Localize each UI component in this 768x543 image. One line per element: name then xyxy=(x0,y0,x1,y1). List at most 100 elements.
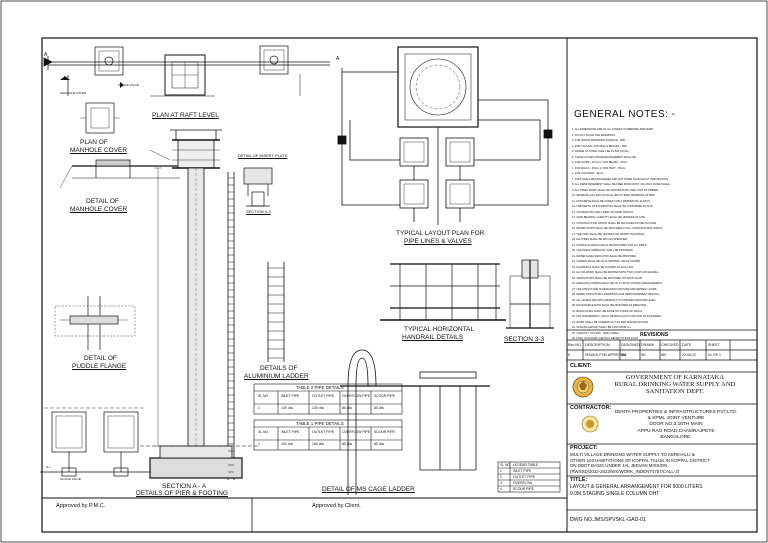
label-sluice-valve: SLUICE VALVE xyxy=(60,478,81,481)
svg-text:A: A xyxy=(44,52,48,58)
note-line: 17. THE TANK SHALL BE TESTED FOR WATER T… xyxy=(572,232,646,236)
table-cell: 80 dia xyxy=(342,442,352,446)
note-line: 9. ALL STEEL WORK SHALL BE PAINTED WITH … xyxy=(572,188,659,192)
table-cell: 0 xyxy=(568,353,570,357)
svg-text:SLUICE VALVE: SLUICE VALVE xyxy=(118,83,139,87)
note-line: e. FOR COLUMNS - 40mm xyxy=(572,172,604,175)
manhole-detail xyxy=(59,149,180,189)
label-gl: G.L xyxy=(46,466,51,469)
caption-plan-manhole-l1: PLAN OF xyxy=(80,139,108,146)
note-line: 7. LAPS SHALL BE STAGGERED AND NOT MORE … xyxy=(572,177,669,181)
caption-insert-plate: DETAIL OF INSERT PLATE xyxy=(238,153,288,158)
table-cell: 22.08.22 xyxy=(682,353,696,357)
table-cell: SCOUR PIPE xyxy=(374,430,395,434)
table-cell: 100 dia xyxy=(281,406,293,410)
table-cell: DATE xyxy=(682,343,692,347)
karnataka-emblem xyxy=(572,376,594,398)
note-line: 23. HANDRAILS SHALL BE GI PIPES OF 40mm … xyxy=(572,265,635,269)
note-line: 10. MINIMUM LAP LENGTH SHALL BE 50 TIMES… xyxy=(572,194,656,197)
table-cell: 3 xyxy=(500,480,502,485)
table-cell: SK xyxy=(641,353,646,357)
pipe-table-2-title: TABLE 2 PIPE DETAILS xyxy=(296,385,344,390)
title-block: LAYOUT & GENERAL ARRANGEMENT FOR 5000 LI… xyxy=(570,484,756,498)
project-label: PROJECT: xyxy=(570,445,598,451)
pipe-table-1-title: TABLE 1 PIPE DETAILS xyxy=(296,421,344,426)
note-line: 24. ALL MS WORK SHALL BE PAINTED WITH TW… xyxy=(572,271,659,274)
note-line: 1. ALL DIMENSIONS ARE IN mm. UNLESS OTHE… xyxy=(572,128,655,131)
table-cell: LEGEND TABLE xyxy=(513,462,539,467)
note-line: 34. STAGING HEIGHT SHALL BE 9.0M FROM G.… xyxy=(572,326,632,329)
contractor-line-2: & SPML JOINT VENTURE xyxy=(647,416,705,422)
table-cell: MS xyxy=(661,353,667,357)
contractor-block: DENTA PROPERTIES & INFRASTRUCTURES PVT.L… xyxy=(598,410,754,441)
caption-handrail-l1: TYPICAL HORIZONTAL xyxy=(404,326,475,333)
caption-ladder-l2: ALUMINIUM LADDER xyxy=(244,373,309,380)
table-cell: DESIGNED xyxy=(621,343,640,347)
note-line: 18. ALL PIPES SHALL BE DI/CI AS SPECIFIE… xyxy=(572,238,628,241)
caption-typical-layout-l2: PIPE LINES & VALVES xyxy=(404,238,472,245)
caption-section-aa-l1: SECTION A - A xyxy=(162,483,207,490)
note-line: c. FOR WALLS - 25mm d. FOR RAFT - 50mm xyxy=(572,166,626,170)
table-cell: 80 dia xyxy=(342,406,352,410)
client-block: GOVERNMENT OF KARNATAKA RURAL DRINKING W… xyxy=(596,374,754,396)
caption-plan-raft: PLAN AT RAFT LEVEL xyxy=(152,112,219,119)
caption-ladder-l1: DETAILS OF xyxy=(260,365,298,372)
contractor-line-3: DOOR NO.3,16TH MAIN xyxy=(649,422,703,428)
aluminium-ladder-detail xyxy=(267,262,285,362)
caption-section-aa-l2: DETAILS OF PIER & FOOTING xyxy=(136,490,228,497)
note-line: 15. CONSTRUCTION JOINTS SHALL BE PROVIDE… xyxy=(572,221,657,225)
table-cell: 1 xyxy=(500,468,502,473)
note-line: 26. MANHOLE COVERS SHALL BE OF CI WITH L… xyxy=(572,282,663,285)
caption-cage-ladder: DETAIL OF MS CAGE LADDER xyxy=(322,486,415,493)
valve-chambers xyxy=(40,407,150,477)
pipe-table-2 xyxy=(253,383,403,415)
note-line: a. FOR SLABS - 25mm b. FOR BEAMS - 25mm xyxy=(572,161,628,164)
note-line: 5. GRADE OF STEEL SHALL BE Fe 500 (HYSD) xyxy=(572,150,629,153)
note-line: 3. FOR WATER RETAINING SURFACE - M30 xyxy=(572,139,626,142)
caption-section-33: SECTION 3-3 xyxy=(504,336,545,343)
puddle-flange-detail xyxy=(54,296,136,350)
contractor-line-5: BANGALORE. xyxy=(660,434,692,440)
project-line-1: MULTI VILLAGE DRINKING WATER SUPPLY TO K… xyxy=(570,452,695,457)
label-a: A xyxy=(336,56,340,62)
note-line: 16. WATER STOPS SHALL BE PROVIDED AT ALL… xyxy=(572,227,664,230)
manhole-plan xyxy=(80,102,120,134)
title-line-1: LAYOUT & GENERAL ARRANGEMENT FOR 5000 LI… xyxy=(570,484,703,490)
note-line: 12. THE DEPTH OF FOUNDATION SHALL BE CON… xyxy=(572,205,654,208)
section-3-3 xyxy=(506,259,554,329)
table-cell: DESCRIPTION xyxy=(585,343,610,347)
caption-section-44: SECTION 4-4 xyxy=(246,209,271,214)
note-line: 13. FOUNDATION SHALL REST ON HARD STRATA… xyxy=(572,210,634,214)
table-cell: INLET PIPE xyxy=(281,394,300,398)
note-line: 4. FOR COLUMN, FOOTING & BRACES - M25 xyxy=(572,144,627,148)
table-cell: OVERFLOW PIPE xyxy=(342,394,371,398)
table-cell: OUTLET PIPE xyxy=(312,430,334,434)
table-cell: INLET PIPE xyxy=(513,468,532,473)
caption-typical-layout-l1: TYPICAL LAYOUT PLAN FOR xyxy=(396,230,485,237)
table-cell: OVERFLOW PIPE xyxy=(342,430,371,434)
table-cell: SM xyxy=(621,353,627,357)
project-line-3: ON DBOT BASIS UNDER JAL JEEVAN MISSION xyxy=(570,463,668,469)
note-line: 2. DO NOT SCALE THE DRAWINGS. xyxy=(572,133,616,137)
project-line-4: (RWSSD/2022-2023/WS/WORK_INDENT4757/CALL… xyxy=(570,468,680,474)
drawing-number: DWG NO.JMS/SPVSKL-GAD-01 xyxy=(570,517,646,523)
table-cell: OUTLET PIPE xyxy=(312,394,334,398)
note-line: 21. WATER LEVEL INDICATOR SHALL BE PROVI… xyxy=(572,254,637,258)
table-cell: 1 xyxy=(258,406,260,410)
note-line: 27. THE STRUCTURE IS DESIGNED FOR WIND A… xyxy=(572,287,658,291)
note-line: 14. SAFE BEARING CAPACITY SHALL BE VERIF… xyxy=(572,216,646,219)
approved-by-client: Approved by Client. xyxy=(312,503,361,509)
note-line: 30. EXCAVATED EARTH SHALL BE DISPOSED AS… xyxy=(572,304,647,307)
client-line-1: GOVERNMENT OF KARNATAKA xyxy=(625,374,725,381)
title-block-grid xyxy=(567,329,757,511)
label-manhole-cover: MANHOLE COVER xyxy=(60,92,87,95)
table-cell: SL NO xyxy=(258,430,269,434)
table-cell: INLET PIPE xyxy=(281,430,300,434)
table-cell: SL NO xyxy=(500,462,511,467)
note-line: 32. ANY DISCREPANCY SHALL BE BROUGHT TO … xyxy=(572,315,662,318)
client-line-3: SANITATION DEPT. xyxy=(646,388,704,396)
table-cell: CHECKED xyxy=(661,343,679,347)
note-line: 22. LADDER SHALL BE OF ALUMINIUM / MS AS… xyxy=(572,260,641,263)
